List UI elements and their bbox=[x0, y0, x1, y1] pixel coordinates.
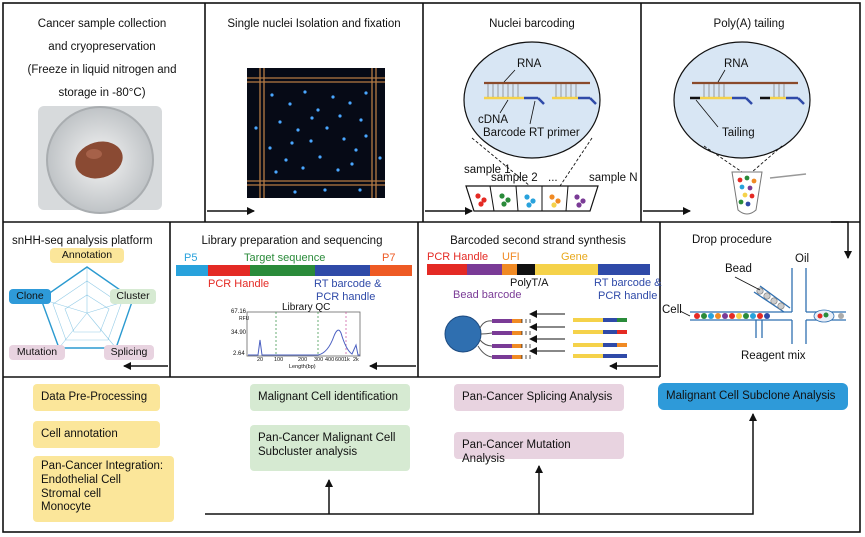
p6-gene-label: Gene bbox=[561, 251, 588, 263]
construct-bar-p6 bbox=[427, 264, 650, 275]
qc-x-label: Length(bp) bbox=[289, 364, 316, 370]
qc-x-tick: 100 bbox=[274, 357, 284, 363]
qc-y-unit: RFU bbox=[239, 316, 250, 322]
bead-stream bbox=[756, 287, 785, 310]
radar-mutation-label: Mutation bbox=[9, 345, 65, 360]
subcluster-box: Pan-Cancer Malignant Cell Subcluster ana… bbox=[250, 425, 410, 471]
qc-x-tick: 200 bbox=[298, 357, 308, 363]
p7-rt-label-1: RT barcode & bbox=[314, 278, 382, 290]
subclone-box: Malignant Cell Subclone Analysis bbox=[658, 383, 848, 410]
qc-x-tick: 1k bbox=[344, 357, 350, 363]
qc-x-tick: 300 bbox=[314, 357, 324, 363]
flow-arrows bbox=[123, 207, 852, 370]
analysis-radar bbox=[40, 266, 134, 349]
radar-cluster-label: Cluster bbox=[110, 289, 156, 304]
qc-y-mid: 34.90 bbox=[231, 330, 247, 336]
integration-line: Endothelial Cell bbox=[41, 473, 121, 486]
p5-oil-label: Oil bbox=[795, 253, 810, 265]
qc-x-tick: 600 bbox=[335, 357, 345, 363]
p2-title: Single nuclei Isolation and fixation bbox=[227, 18, 401, 30]
p6-title: Barcoded second strand synthesis bbox=[450, 235, 626, 247]
construct-bar-p7 bbox=[176, 265, 412, 276]
p5-reagent-label: Reagent mix bbox=[741, 350, 806, 362]
p6-pcr-label: PCR Handle bbox=[427, 251, 489, 263]
p3-dots-label: ... bbox=[548, 172, 558, 184]
qc-title: Library QC bbox=[282, 302, 331, 313]
integration-line: Pan-Cancer Integration: bbox=[41, 460, 164, 472]
integration-box: Pan-Cancer Integration: Endothelial Cell… bbox=[33, 456, 174, 522]
qc-x-tick: 2k bbox=[353, 357, 359, 363]
bead-pointer bbox=[734, 276, 761, 291]
p1-title-line2: and cryopreservation bbox=[48, 41, 156, 53]
sample-dish-image bbox=[38, 106, 162, 214]
p7-pcr-label: PCR Handle bbox=[208, 278, 270, 290]
p4-rna-label: RNA bbox=[724, 58, 749, 70]
p3-sample2-label: sample 2 bbox=[491, 172, 538, 184]
p7-target-label: Target sequence bbox=[244, 252, 326, 264]
p4-tailing-label: Tailing bbox=[722, 127, 755, 139]
p3-rna-label: RNA bbox=[517, 58, 542, 70]
p3-title: Nuclei barcoding bbox=[489, 18, 575, 30]
subcluster-line: Subcluster analysis bbox=[258, 445, 358, 458]
qc-y-top: 67.16 bbox=[231, 309, 247, 315]
p7-p7-label: P7 bbox=[382, 252, 396, 264]
p1-title-line4: storage in -80°C) bbox=[58, 87, 146, 99]
splicing-box: Pan-Cancer Splicing Analysis bbox=[454, 384, 624, 411]
p7-rt-label-2: PCR handle bbox=[316, 291, 376, 303]
malignant-id-box: Malignant Cell identification bbox=[250, 384, 410, 411]
cell-annotation-box: Cell annotation bbox=[33, 421, 160, 448]
p6-bead-barcode-label: Bead barcode bbox=[453, 289, 522, 301]
p5-title: Drop procedure bbox=[692, 234, 772, 246]
p3-cdna-label: cDNA bbox=[478, 114, 509, 126]
nuclei-microscopy-image bbox=[247, 68, 385, 198]
microfluidic-chip bbox=[690, 268, 846, 344]
p6-rt-label-2: PCR handle bbox=[598, 290, 658, 302]
preprocessing-box: Data Pre-Processing bbox=[33, 384, 160, 411]
p4-title: Poly(A) tailing bbox=[713, 18, 785, 30]
p7-title: Library preparation and sequencing bbox=[201, 235, 383, 247]
mutation-box: Pan-Cancer Mutation Analysis bbox=[454, 432, 624, 465]
qc-y-bot: 2.64 bbox=[233, 351, 245, 357]
integration-line: Stromal cell bbox=[41, 487, 102, 500]
library-qc-chart bbox=[246, 311, 361, 357]
p6-polyta-label: PolyT/A bbox=[510, 277, 549, 289]
bottom-connectors bbox=[205, 413, 757, 515]
p1-title-line1: Cancer sample collection bbox=[37, 18, 167, 30]
radar-annotation-label: Annotation bbox=[50, 248, 124, 263]
qc-x-tick: 20 bbox=[257, 357, 264, 363]
p1-title-line3: (Freeze in liquid nitrogen and bbox=[27, 64, 177, 76]
p7-p5-label: P5 bbox=[184, 252, 198, 264]
p5-cell-label: Cell bbox=[662, 304, 682, 316]
qc-x-tick: 400 bbox=[325, 357, 335, 363]
bead-with-oligos bbox=[444, 310, 627, 359]
barcoding-illustration bbox=[463, 41, 601, 212]
p6-ufi-label: UFI bbox=[502, 251, 520, 263]
p8-title: snHH-seq analysis platform bbox=[12, 235, 153, 247]
radar-clone-label: Clone bbox=[9, 289, 51, 304]
p6-rt-label-1: RT barcode & bbox=[594, 277, 662, 289]
p3-sampleN-label: sample N bbox=[589, 172, 638, 184]
subcluster-line: Pan-Cancer Malignant Cell bbox=[258, 432, 396, 444]
p3-barcode-label: Barcode RT primer bbox=[483, 127, 580, 139]
tailing-illustration bbox=[673, 41, 811, 215]
cell-stream bbox=[694, 309, 844, 323]
cell-pointer bbox=[679, 310, 691, 317]
p3-sample1-label: sample 1 bbox=[464, 164, 511, 176]
integration-line: Monocyte bbox=[41, 501, 91, 514]
radar-splicing-label: Splicing bbox=[104, 345, 154, 360]
p5-bead-label: Bead bbox=[725, 263, 752, 275]
